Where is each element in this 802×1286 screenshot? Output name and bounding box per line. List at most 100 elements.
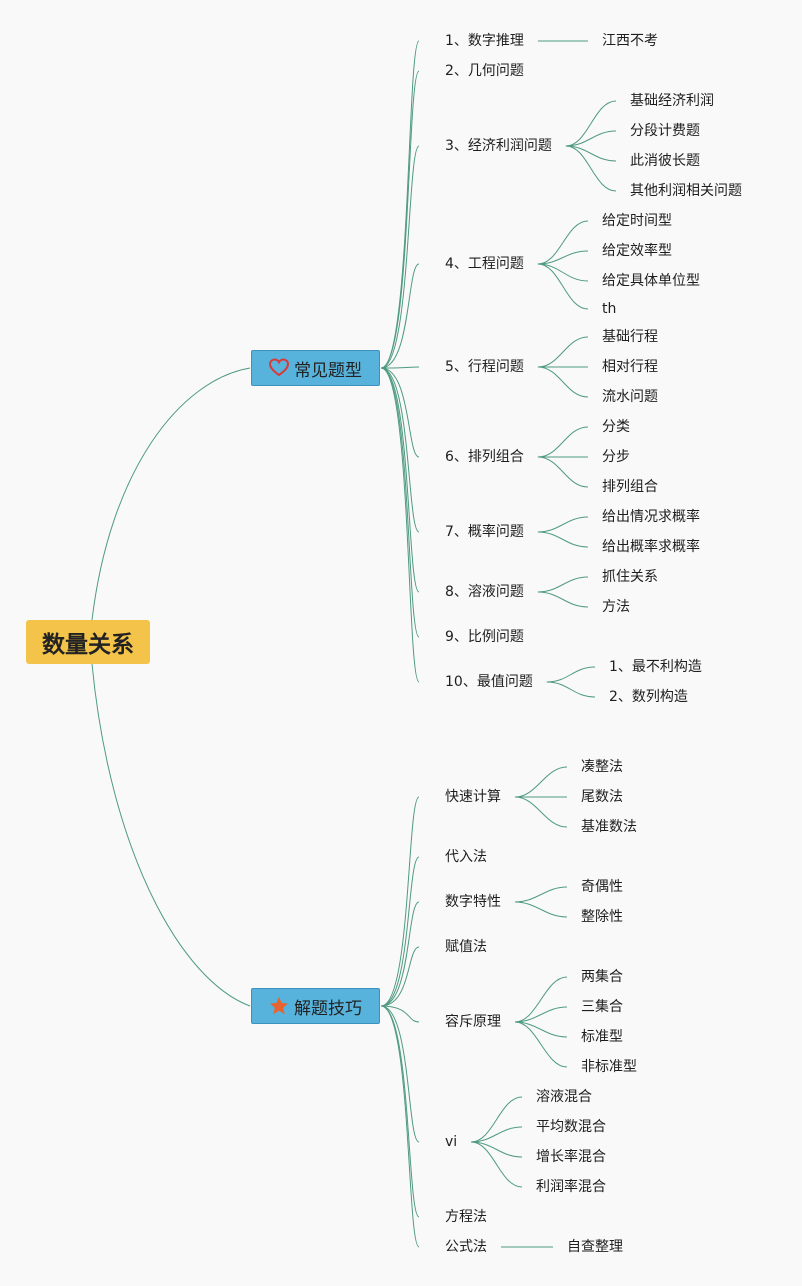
subtopic-label[interactable]: 整除性 [581,909,623,925]
link-line [91,367,251,621]
link-line [380,856,420,1007]
topic-label[interactable]: 5、行程问题 [445,359,524,375]
topic-label[interactable]: 容斥原理 [445,1014,501,1030]
subtopic-label[interactable]: 2、数列构造 [609,689,688,705]
subtopic-label[interactable]: 平均数混合 [536,1119,606,1135]
link-line [380,367,420,593]
subtopic-label[interactable]: 三集合 [581,999,623,1015]
branch-label: 解题技巧 [294,998,362,1019]
subtopic-label[interactable]: 给定时间型 [602,213,672,229]
link-line [565,145,617,192]
link-line [380,1005,420,1218]
star-icon [269,996,289,1016]
subtopic-label[interactable]: 非标准型 [581,1059,637,1075]
subtopic-label[interactable]: 流水问题 [602,389,658,405]
link-line [380,901,420,1007]
link-line [537,220,589,265]
link-line [537,336,589,368]
link-line [380,145,420,369]
topic-label[interactable]: vi [445,1134,458,1150]
link-line [380,40,420,369]
branch-label: 常见题型 [294,360,362,381]
subtopic-label[interactable]: 抓住关系 [602,569,658,585]
link-line [565,100,617,147]
link-line [514,796,568,828]
subtopic-label[interactable]: 增长率混合 [536,1149,606,1165]
topic-label[interactable]: 3、经济利润问题 [445,138,552,154]
topic-label[interactable]: 4、工程问题 [445,256,524,272]
root-node[interactable]: 数量关系 [26,620,150,664]
subtopic-label[interactable]: 尾数法 [581,789,623,805]
link-line [537,516,589,533]
subtopic-label[interactable]: 分步 [602,449,630,465]
subtopic-label[interactable]: 1、最不利构造 [609,659,702,675]
subtopic-label[interactable]: 给定具体单位型 [602,273,700,289]
link-line [514,1006,568,1023]
link-line [537,250,589,265]
link-line [514,886,568,903]
link-line [537,591,589,608]
subtopic-label[interactable]: 基础经济利润 [630,93,714,109]
topic-label[interactable]: 赋值法 [445,939,487,955]
subtopic-label[interactable]: 标准型 [581,1029,623,1045]
topic-label[interactable]: 8、溶液问题 [445,584,524,600]
link-line [380,367,420,533]
branch-solving-techniques[interactable]: 解题技巧 [251,988,380,1024]
subtopic-label[interactable]: 此消彼长题 [630,153,700,169]
subtopic-label[interactable]: 基准数法 [581,819,637,835]
root-label: 数量关系 [42,632,134,658]
topic-label[interactable]: 9、比例问题 [445,629,524,645]
link-line [380,367,420,638]
subtopic-label[interactable]: 分类 [602,419,630,435]
link-line [537,426,589,458]
link-line [380,1005,420,1143]
topic-label[interactable]: 数字特性 [445,894,501,910]
link-line [380,946,420,1007]
subtopic-label[interactable]: 排列组合 [602,479,658,495]
link-line [537,456,589,488]
link-line [380,367,420,683]
subtopic-label[interactable]: 自查整理 [567,1239,623,1255]
subtopic-label[interactable]: 给出概率求概率 [602,539,700,555]
topic-label[interactable]: 代入法 [445,849,487,865]
link-line [380,366,420,369]
subtopic-label[interactable]: 分段计费题 [630,123,700,139]
subtopic-label[interactable]: 凑整法 [581,759,623,775]
link-line [537,576,589,593]
link-line [380,796,420,1007]
topic-label[interactable]: 1、数字推理 [445,33,524,49]
link-line [514,901,568,918]
subtopic-label[interactable]: 基础行程 [602,329,658,345]
link-line [380,1005,420,1248]
topic-label[interactable]: 10、最值问题 [445,674,533,690]
subtopic-label[interactable]: 给定效率型 [602,243,672,259]
subtopic-label[interactable]: 方法 [602,599,630,615]
link-line [380,367,420,458]
subtopic-label[interactable]: 溶液混合 [536,1089,592,1105]
link-line [546,666,596,683]
link-line [514,766,568,798]
link-line [537,366,589,398]
topic-label[interactable]: 快速计算 [445,789,501,805]
topic-label[interactable]: 方程法 [445,1209,487,1225]
topic-label[interactable]: 2、几何问题 [445,63,524,79]
subtopic-label[interactable]: 利润率混合 [536,1179,606,1195]
subtopic-label[interactable]: 其他利润相关问题 [630,183,742,199]
subtopic-label[interactable]: 江西不考 [602,33,658,49]
link-line [380,1005,420,1023]
branch-common-question-types[interactable]: 常见题型 [251,350,380,386]
topic-label[interactable]: 公式法 [445,1239,487,1255]
subtopic-label[interactable]: 给出情况求概率 [602,509,700,525]
subtopic-label[interactable]: 奇偶性 [581,879,623,895]
link-line [537,263,589,310]
link-line [565,130,617,147]
link-line [546,681,596,698]
link-line [537,531,589,548]
subtopic-label[interactable]: 相对行程 [602,359,658,375]
subtopic-label[interactable]: th [602,301,617,317]
topic-label[interactable]: 7、概率问题 [445,524,524,540]
topic-label[interactable]: 6、排列组合 [445,449,524,465]
link-line [514,1021,568,1068]
subtopic-label[interactable]: 两集合 [581,969,623,985]
